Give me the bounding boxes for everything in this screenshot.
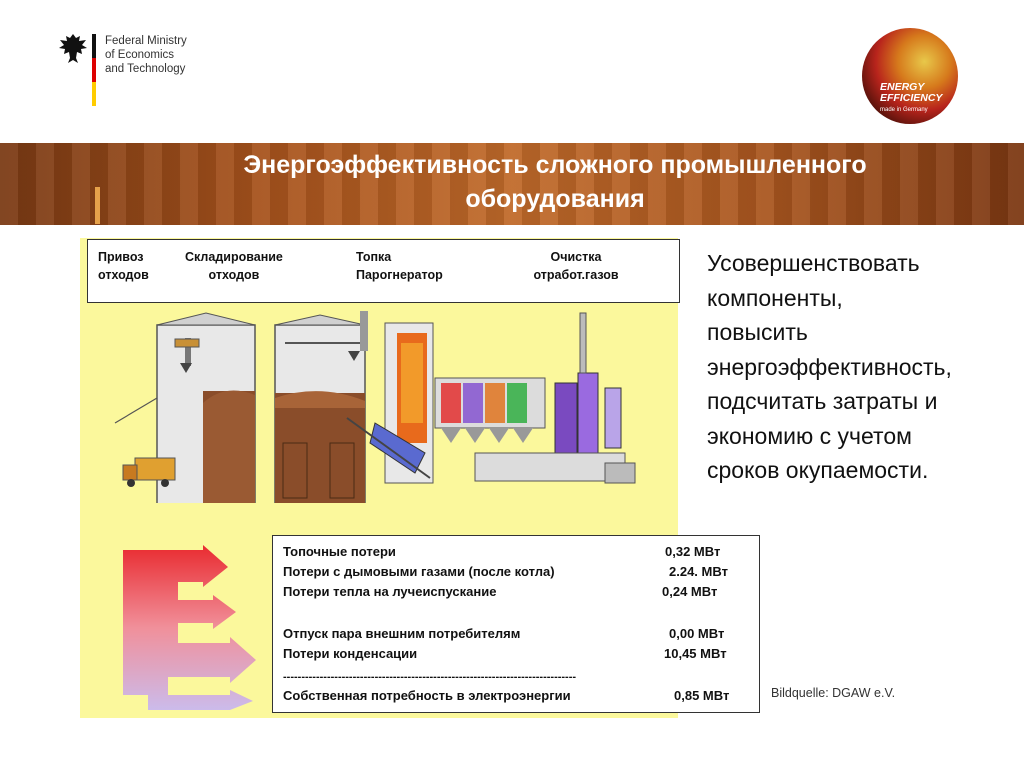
stage-line: Парогнератор — [356, 268, 443, 282]
federal-eagle-icon — [59, 34, 87, 63]
recommendation-line: энергоэффективность, — [707, 353, 952, 380]
own-need-value: 0,85 МВт — [674, 688, 730, 703]
ee-logo-tagline: made in Germany — [880, 107, 928, 113]
recommendation-line: подсчитать затраты и — [707, 388, 938, 414]
page-title: Энергоэффективность сложного промышленно… — [100, 148, 1010, 216]
ministry-line: Federal Ministry — [105, 35, 187, 47]
ministry-line: of Economics — [105, 49, 175, 61]
garbage-truck-icon — [122, 457, 176, 487]
title-banner — [0, 143, 1024, 225]
stage-line: Топка — [356, 250, 392, 264]
loss-row-furnace: Топочные потери — [283, 544, 396, 559]
waste-incineration-plant-illustration — [114, 311, 636, 503]
recommendation-line: компоненты, — [707, 284, 843, 311]
stage-line: Складирование — [185, 250, 283, 264]
own-need-label: Собственная потребность в электроэнергии — [283, 688, 571, 703]
german-flag-bar — [92, 34, 96, 106]
stage-label-furnace: Топка Парогнератор — [356, 248, 443, 284]
stage-labels-box — [87, 239, 680, 303]
loss-value-condensation: 10,45 МВт — [664, 646, 727, 661]
stage-label-storage: Складирование отходов — [185, 248, 283, 284]
gas-cleaning-units — [474, 312, 636, 484]
loss-value-flue-gas: 2.24. МВт — [669, 564, 728, 579]
ministry-line: and Technology — [105, 63, 186, 75]
stage-line: отработ.газов — [533, 268, 619, 282]
loss-row-flue-gas: Потери с дымовыми газами (после котла) — [283, 564, 555, 579]
ee-logo-text: ENERGY EFFICIENCY — [880, 82, 942, 104]
banner-accent — [95, 187, 100, 224]
heat-exchanger-modules — [434, 377, 546, 443]
loss-value-radiation: 0,24 МВт — [662, 584, 718, 599]
delivery-hall — [114, 312, 256, 503]
title-line1: Энергоэффективность сложного промышленно… — [243, 151, 867, 179]
ee-logo-line2: EFFICIENCY — [880, 92, 943, 104]
stage-label-delivery: Привоз отходов — [98, 248, 149, 284]
recommendation-line: повысить — [707, 319, 808, 345]
ee-logo-line1: ENERGY — [880, 81, 925, 93]
energy-loss-table — [272, 535, 760, 713]
energy-efficiency-logo: ENERGY EFFICIENCY made in Germany — [862, 28, 958, 124]
title-line2: оборудования — [465, 185, 645, 213]
loss-value-furnace: 0,32 МВт — [665, 544, 721, 559]
stage-label-gas-cleaning: Очистка отработ.газов — [520, 248, 632, 284]
furnace-boiler — [346, 311, 434, 484]
ministry-name: Federal Ministry of Economics and Techno… — [105, 34, 225, 76]
recommendation-line: Усовершенствовать — [707, 250, 920, 276]
loss-row-steam-export: Отпуск пара внешним потребителям — [283, 626, 521, 641]
recommendation-line: сроков окупаемости. — [707, 457, 929, 483]
storage-bunker — [274, 314, 366, 503]
stage-line: Привоз — [98, 250, 144, 264]
table-separator: ----------------------------------------… — [283, 671, 577, 683]
image-credit: Bildquelle: DGAW e.V. — [771, 686, 896, 700]
stage-line: отходов — [98, 268, 149, 282]
stage-line: Очистка — [550, 250, 602, 264]
loss-row-radiation: Потери тепла на лучеиспускание — [283, 584, 497, 599]
energy-flow-arrows — [123, 545, 256, 710]
loss-value-steam-export: 0,00 МВт — [669, 626, 725, 641]
recommendation-line: экономию с учетом — [707, 422, 912, 449]
loss-row-condensation: Потери конденсации — [283, 646, 418, 661]
stage-line: отходов — [208, 268, 260, 282]
recommendation-text: Усовершенствовать компоненты, повысить э… — [707, 246, 1017, 488]
